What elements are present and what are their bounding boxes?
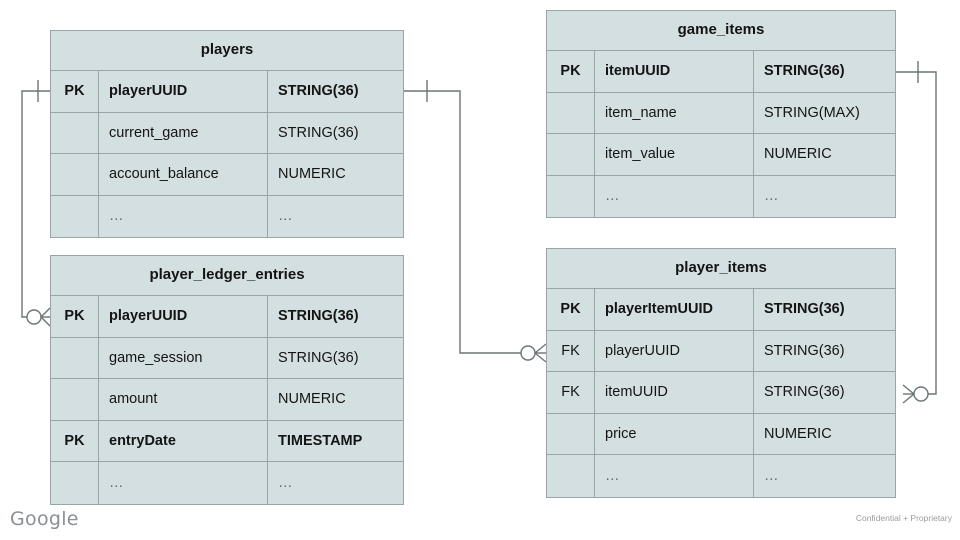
cardinality-many-marker xyxy=(534,343,547,363)
entity-title-players: players xyxy=(51,31,403,71)
attribute-key-badge: FK xyxy=(547,372,595,413)
attribute-name-ellipsis: … xyxy=(99,195,268,237)
entity-title-game_items: game_items xyxy=(547,11,895,51)
attribute-name: current_game xyxy=(99,112,268,153)
attribute-key-badge: PK xyxy=(547,51,595,92)
google-logo: Google xyxy=(10,508,79,530)
attribute-type-ellipsis: … xyxy=(278,474,294,491)
cardinality-zero-marker xyxy=(26,309,42,325)
attribute-row[interactable]: current_game STRING(36) xyxy=(51,112,403,154)
relationship-players-to-ledger xyxy=(21,80,51,327)
attribute-key-badge xyxy=(51,379,99,420)
attribute-row[interactable]: …… xyxy=(51,195,403,237)
attribute-row[interactable]: account_balance NUMERIC xyxy=(51,154,403,196)
attribute-type: STRING(MAX) xyxy=(764,104,860,121)
attribute-name: game_session xyxy=(99,337,268,378)
attribute-key-badge xyxy=(547,92,595,133)
attribute-name: entryDate xyxy=(99,420,268,461)
attribute-name: itemUUID xyxy=(595,372,754,413)
attribute-row[interactable]: price NUMERIC xyxy=(547,413,895,455)
attribute-name: item_name xyxy=(595,92,754,133)
attribute-type: STRING(36) xyxy=(278,308,359,325)
attribute-name: itemUUID xyxy=(595,51,754,92)
attribute-row[interactable]: item_name STRING(MAX) xyxy=(547,92,895,134)
attribute-type: STRING(36) xyxy=(278,124,359,141)
attribute-type: NUMERIC xyxy=(278,391,346,408)
attribute-key-badge xyxy=(51,462,99,504)
attribute-name: playerUUID xyxy=(99,296,268,337)
attribute-key-badge xyxy=(547,175,595,217)
attribute-key-badge: PK xyxy=(547,289,595,330)
attribute-type: STRING(36) xyxy=(764,342,845,359)
attribute-name-ellipsis: … xyxy=(595,175,754,217)
attribute-type: STRING(36) xyxy=(278,349,359,366)
attribute-key-badge xyxy=(51,337,99,378)
attribute-key-badge: PK xyxy=(51,71,99,112)
attribute-key-badge xyxy=(547,134,595,175)
entity-title-player_ledger_entries: player_ledger_entries xyxy=(51,256,403,296)
attribute-row[interactable]: …… xyxy=(547,175,895,217)
attribute-key-badge: FK xyxy=(547,330,595,371)
attribute-type: STRING(36) xyxy=(278,83,359,100)
attribute-type: STRING(36) xyxy=(764,63,845,80)
attribute-row[interactable]: …… xyxy=(51,462,403,504)
attribute-name: playerItemUUID xyxy=(595,289,754,330)
attribute-type-ellipsis: … xyxy=(278,208,294,225)
attribute-key-badge xyxy=(547,413,595,454)
attribute-name: playerUUID xyxy=(595,330,754,371)
attribute-name: amount xyxy=(99,379,268,420)
attribute-row[interactable]: amount NUMERIC xyxy=(51,379,403,421)
attribute-row[interactable]: …… xyxy=(547,455,895,497)
attribute-row[interactable]: game_session STRING(36) xyxy=(51,337,403,379)
attribute-name: playerUUID xyxy=(99,71,268,112)
attribute-key-badge xyxy=(51,195,99,237)
relationship-players-to-player-items xyxy=(404,80,547,363)
attribute-key-badge xyxy=(51,112,99,153)
attribute-row[interactable]: item_value NUMERIC xyxy=(547,134,895,176)
confidentiality-note: Confidential + Proprietary xyxy=(855,513,952,523)
attribute-type: NUMERIC xyxy=(764,425,832,442)
attribute-type: STRING(36) xyxy=(764,301,845,318)
attribute-type: TIMESTAMP xyxy=(278,432,363,449)
attribute-key-badge xyxy=(547,455,595,497)
attribute-name: item_value xyxy=(595,134,754,175)
cardinality-many-marker xyxy=(40,307,51,327)
attribute-type-ellipsis: … xyxy=(764,188,780,205)
attribute-name-ellipsis: … xyxy=(595,455,754,497)
entity-title-player_items: player_items xyxy=(547,249,895,289)
attribute-name: price xyxy=(595,413,754,454)
attribute-key-badge: PK xyxy=(51,420,99,461)
cardinality-zero-marker xyxy=(520,345,536,361)
attribute-name-ellipsis: … xyxy=(99,462,268,504)
attribute-key-badge: PK xyxy=(51,296,99,337)
relationship-game-items-to-player-items xyxy=(896,61,937,404)
cardinality-zero-marker xyxy=(913,386,929,402)
attribute-name: account_balance xyxy=(99,154,268,195)
cardinality-many-marker xyxy=(902,384,915,404)
attribute-type-ellipsis: … xyxy=(764,467,780,484)
attribute-type: STRING(36) xyxy=(764,384,845,401)
attribute-type: NUMERIC xyxy=(278,166,346,183)
attribute-type: NUMERIC xyxy=(764,146,832,163)
attribute-key-badge xyxy=(51,154,99,195)
